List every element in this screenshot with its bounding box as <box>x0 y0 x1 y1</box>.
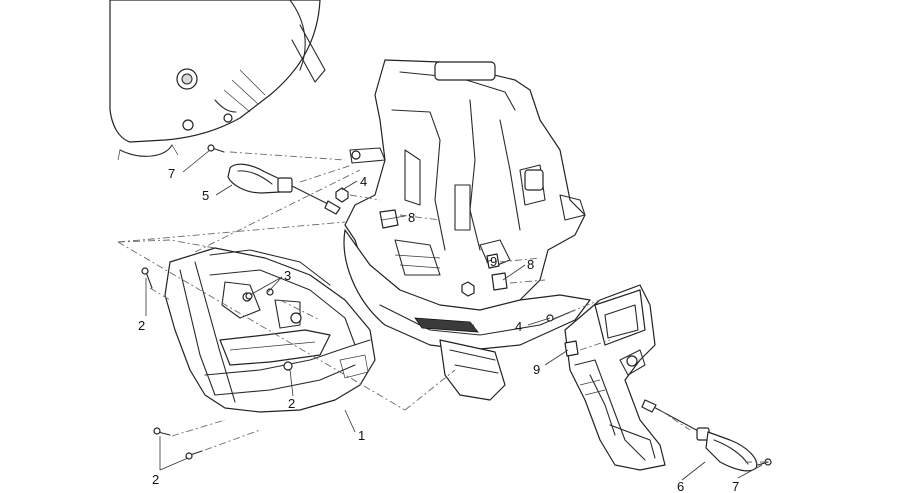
callout-5: 5 <box>202 188 209 203</box>
callout-2-left: 2 <box>138 318 145 333</box>
callout-8-top: 8 <box>408 210 415 225</box>
callout-2-bottom: 2 <box>152 472 159 487</box>
fasteners <box>141 144 772 466</box>
callout-1: 1 <box>358 428 365 443</box>
callout-9-top: 9 <box>490 254 497 269</box>
callout-3: 3 <box>284 268 291 283</box>
callout-6: 6 <box>677 479 684 493</box>
callout-labels: 7 5 4 8 3 2 2 9 8 4 9 1 2 6 7 <box>138 166 739 493</box>
leader-lines <box>145 149 763 481</box>
callout-4-lower: 4 <box>515 319 522 334</box>
reflector-grille <box>414 317 479 333</box>
license-plate-holder <box>564 284 666 471</box>
callout-4-top: 4 <box>360 174 367 189</box>
front-fairing-part <box>109 0 326 161</box>
turn-indicator-left <box>227 163 341 215</box>
callout-7-bottom: 7 <box>732 479 739 493</box>
assembly-lines <box>117 151 770 463</box>
callout-7-top: 7 <box>168 166 175 181</box>
callout-9-lower: 9 <box>533 362 540 377</box>
callout-2-headlight: 2 <box>288 396 295 411</box>
turn-indicator-right <box>641 399 758 472</box>
headlight-assembly <box>164 247 376 413</box>
callout-8-right: 8 <box>527 257 534 272</box>
